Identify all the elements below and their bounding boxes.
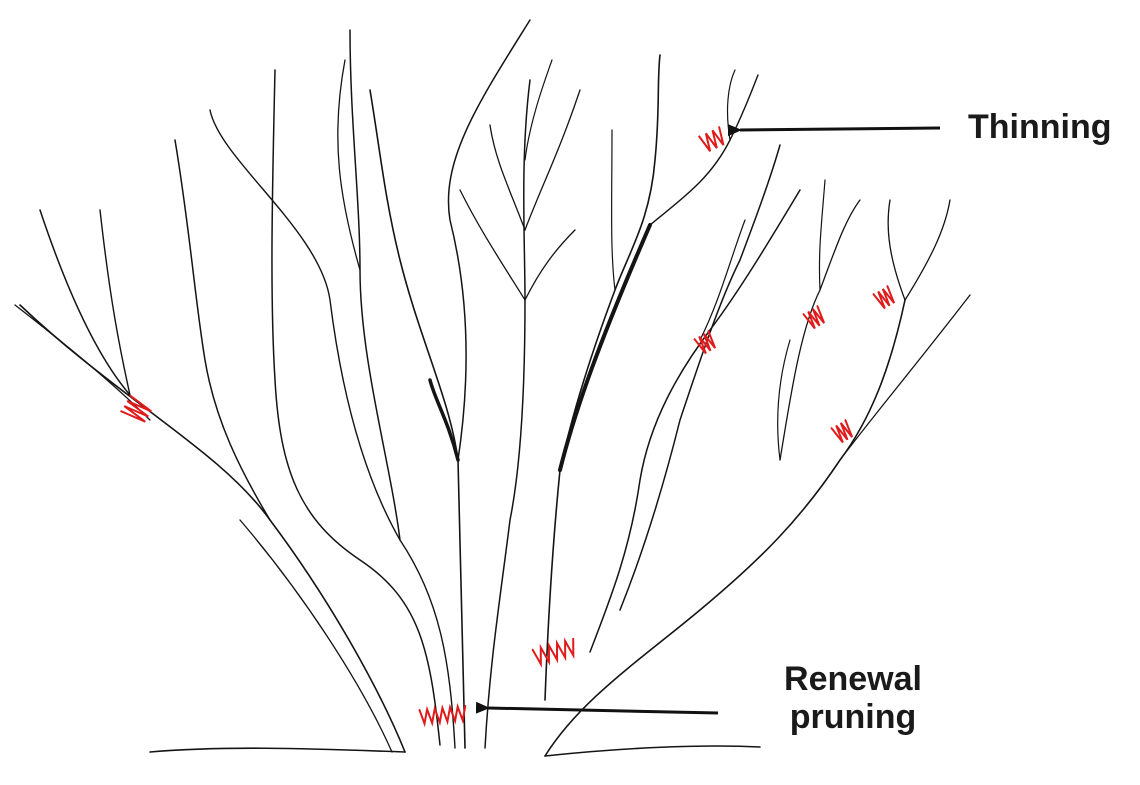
ground-contour: [545, 746, 760, 756]
branch-stroke: [778, 340, 790, 460]
cut-mark-right-3: [874, 286, 897, 310]
ground-contour: [150, 748, 405, 752]
branch-stroke: [485, 80, 530, 748]
left-arrow-icon: [488, 708, 718, 713]
branch-stroke: [490, 125, 525, 230]
cut-mark-renewal-upper: [533, 639, 578, 665]
cut-mark-renewal-lower: [419, 706, 466, 724]
renewal-label-line2: pruning: [758, 698, 948, 736]
branch-stroke: [430, 380, 458, 460]
pointer-arrows: [488, 128, 940, 713]
cut-mark-right-4: [832, 420, 855, 444]
branch-stroke: [525, 90, 580, 230]
branch-stroke: [728, 70, 735, 140]
branch-stroke: [545, 55, 660, 700]
branch-stroke: [350, 30, 400, 540]
red-zigzag-cut-icon: [533, 639, 578, 665]
branch-stroke: [40, 210, 130, 395]
branch-stroke: [100, 210, 130, 395]
red-zigzag-cut-icon: [419, 706, 466, 724]
branch-stroke: [819, 180, 825, 290]
thinning-label: Thinning: [968, 108, 1112, 146]
branch-stroke: [905, 200, 950, 300]
red-zigzag-cut-icon: [699, 127, 727, 153]
branch-stroke: [650, 75, 758, 225]
branch-stroke: [700, 220, 745, 340]
branch-stroke: [175, 140, 270, 520]
cut-marks: [121, 127, 896, 724]
red-zigzag-cut-icon: [121, 396, 153, 425]
branch-stroke: [612, 130, 615, 290]
renewal-label-line1: Renewal: [758, 660, 948, 698]
red-zigzag-cut-icon: [874, 286, 897, 310]
renewal-pruning-label: Renewal pruning: [758, 660, 948, 736]
branch-stroke: [525, 230, 575, 300]
branch-stroke: [20, 305, 405, 752]
branch-stroke: [240, 520, 392, 752]
branch-stroke: [888, 200, 905, 300]
cut-mark-left: [121, 396, 153, 425]
branch-stroke: [338, 60, 360, 270]
left-arrow-icon: [740, 128, 940, 130]
branch-stroke: [370, 90, 465, 748]
branch-stroke: [840, 295, 970, 460]
branch-stroke: [448, 20, 530, 460]
branch-stroke: [560, 225, 650, 470]
branch-stroke: [590, 190, 800, 652]
cut-mark-thinning: [699, 127, 727, 153]
red-zigzag-cut-icon: [832, 420, 855, 444]
branch-stroke: [210, 110, 455, 748]
branch-stroke: [525, 60, 552, 160]
